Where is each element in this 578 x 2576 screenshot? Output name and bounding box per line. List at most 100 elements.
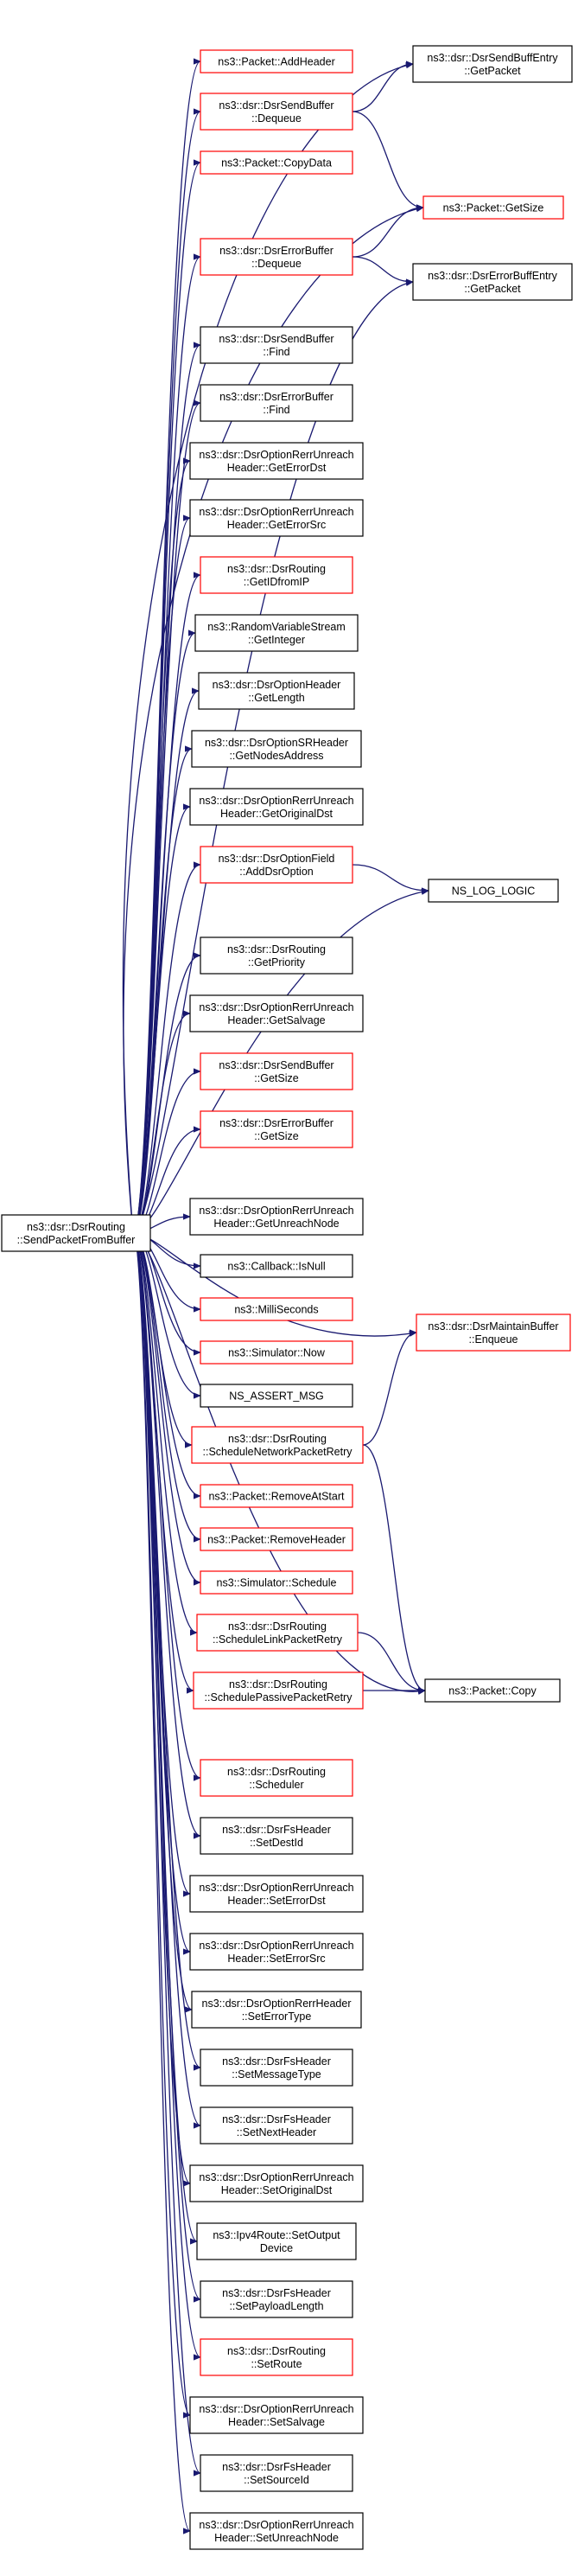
node-setpayloadlength[interactable]: ns3::dsr::DsrFsHeader::SetPayloadLength	[200, 2280, 353, 2318]
node-box	[200, 326, 353, 364]
node-box	[200, 1254, 353, 1278]
node-getsalvage[interactable]: ns3::dsr::DsrOptionRerrUnreachHeader::Ge…	[189, 994, 364, 1032]
node-setroute[interactable]: ns3::dsr::DsrRouting::SetRoute	[200, 2338, 353, 2376]
node-packet-copy[interactable]: ns3::Packet::Copy	[424, 1678, 561, 1703]
node-schedulepassivepacketretry[interactable]: ns3::dsr::DsrRouting::SchedulePassivePac…	[193, 1672, 364, 1710]
node-root[interactable]: ns3::dsr::DsrRouting::SendPacketFromBuff…	[1, 1214, 151, 1252]
node-label-line: ns3::Simulator::Schedule	[217, 1577, 337, 1589]
node-getunreachnode[interactable]: ns3::dsr::DsrOptionRerrUnreachHeader::Ge…	[189, 1198, 364, 1236]
node-seterrorsrc[interactable]: ns3::dsr::DsrOptionRerrUnreachHeader::Se…	[189, 1933, 364, 1971]
node-sendbuffer-dequeue[interactable]: ns3::dsr::DsrSendBuffer::Dequeue	[200, 93, 353, 131]
node-label-line: Header::GetUnreachNode	[213, 1218, 339, 1230]
node-adddsroption[interactable]: ns3::dsr::DsrOptionField::AddDsrOption	[200, 846, 353, 884]
node-label-line: ns3::dsr::DsrOptionRerrUnreach	[199, 2403, 353, 2415]
node-geterrorsrc[interactable]: ns3::dsr::DsrOptionRerrUnreachHeader::Ge…	[189, 499, 364, 537]
node-getlength[interactable]: ns3::dsr::DsrOptionHeader::GetLength	[198, 672, 355, 710]
node-label-line: ::AddDsrOption	[239, 866, 314, 878]
node-setdestid[interactable]: ns3::dsr::DsrFsHeader::SetDestId	[200, 1817, 353, 1855]
node-errorbuffer-getsize[interactable]: ns3::dsr::DsrErrorBuffer::GetSize	[200, 1110, 353, 1148]
node-label-line: ns3::dsr::DsrOptionRerrUnreach	[199, 449, 353, 461]
node-box	[200, 2106, 353, 2145]
node-removeatstart[interactable]: ns3::Packet::RemoveAtStart	[200, 1484, 353, 1508]
node-box	[198, 672, 355, 710]
node-sendbuffentry-getpacket[interactable]: ns3::dsr::DsrSendBuffEntry::GetPacket	[412, 45, 573, 83]
node-box	[189, 499, 364, 537]
node-label-line: ns3::dsr::DsrOptionHeader	[213, 679, 341, 691]
node-setsourceid[interactable]: ns3::dsr::DsrFsHeader::SetSourceId	[200, 2454, 353, 2492]
node-sendbuffer-find[interactable]: ns3::dsr::DsrSendBuffer::Find	[200, 326, 353, 364]
node-packet-getsize[interactable]: ns3::Packet::GetSize	[422, 195, 564, 220]
node-simulator-now[interactable]: ns3::Simulator::Now	[200, 1340, 353, 1365]
edge-sendbuffer-dequeue-to-sendbuffentry-getpacket	[352, 61, 414, 112]
node-schedulelinkpacketretry[interactable]: ns3::dsr::DsrRouting::ScheduleLinkPacket…	[196, 1614, 359, 1652]
node-label-line: ::SetMessageType	[232, 2068, 321, 2081]
node-errorbuffer-dequeue[interactable]: ns3::dsr::DsrErrorBuffer::Dequeue	[200, 238, 353, 276]
node-getnodesaddress[interactable]: ns3::dsr::DsrOptionSRHeader::GetNodesAdd…	[191, 730, 362, 768]
node-getinteger[interactable]: ns3::RandomVariableStream::GetInteger	[194, 614, 359, 652]
node-label-line: Header::SetErrorSrc	[227, 1953, 325, 1965]
node-getoriginaldst[interactable]: ns3::dsr::DsrOptionRerrUnreachHeader::Ge…	[189, 788, 364, 826]
node-label-line: ns3::dsr::DsrOptionSRHeader	[205, 737, 348, 749]
node-setnextheader[interactable]: ns3::dsr::DsrFsHeader::SetNextHeader	[200, 2106, 353, 2145]
node-label-line: ::Dequeue	[251, 112, 302, 125]
node-errorbuffentry-getpacket[interactable]: ns3::dsr::DsrErrorBuffEntry::GetPacket	[412, 263, 573, 301]
node-label-line: ns3::dsr::DsrRouting	[227, 943, 326, 956]
node-label-line: ns3::dsr::DsrOptionRerrUnreach	[199, 2171, 353, 2183]
node-label-line: ::SetErrorType	[242, 2010, 312, 2023]
node-label-line: Device	[260, 2242, 293, 2254]
node-label-line: ns3::dsr::DsrErrorBuffer	[219, 245, 333, 257]
node-getidfromip[interactable]: ns3::dsr::DsrRouting::GetIDfromIP	[200, 556, 353, 594]
node-setunreachnode[interactable]: ns3::dsr::DsrOptionRerrUnreachHeader::Se…	[189, 2512, 364, 2550]
node-label-line: ns3::dsr::DsrErrorBuffer	[219, 391, 333, 403]
node-box	[200, 150, 353, 175]
node-label-line: Header::SetOriginalDst	[221, 2184, 333, 2196]
node-label-line: ns3::dsr::DsrRouting	[228, 1620, 327, 1633]
node-geterrordst[interactable]: ns3::dsr::DsrOptionRerrUnreachHeader::Ge…	[189, 442, 364, 480]
node-label-line: ::SetPayloadLength	[229, 2300, 323, 2312]
node-milliseconds[interactable]: ns3::MilliSeconds	[200, 1297, 353, 1321]
node-box	[200, 2338, 353, 2376]
node-simulator-schedule[interactable]: ns3::Simulator::Schedule	[200, 1570, 353, 1595]
node-box	[424, 1678, 561, 1703]
node-label-line: Header::GetSalvage	[227, 1014, 325, 1026]
node-label-line: ::ScheduleLinkPacketRetry	[213, 1633, 343, 1646]
node-errorbuffer-find[interactable]: ns3::dsr::DsrErrorBuffer::Find	[200, 384, 353, 422]
node-label-line: ::SetDestId	[250, 1837, 303, 1849]
node-addheader[interactable]: ns3::Packet::AddHeader	[200, 49, 353, 74]
node-ns-log-logic[interactable]: NS_LOG_LOGIC	[428, 879, 559, 903]
node-label-line: Header::SetErrorDst	[227, 1895, 326, 1907]
node-box	[422, 195, 564, 220]
node-box	[200, 1817, 353, 1855]
node-box	[200, 556, 353, 594]
node-removeheader[interactable]: ns3::Packet::RemoveHeader	[200, 1527, 353, 1551]
node-copydata[interactable]: ns3::Packet::CopyData	[200, 150, 353, 175]
edge-sendbuffer-dequeue-to-packet-getsize	[352, 111, 424, 211]
node-box	[200, 384, 353, 422]
node-setsalvage[interactable]: ns3::dsr::DsrOptionRerrUnreachHeader::Se…	[189, 2396, 364, 2434]
node-schedulenetworkpacketretry[interactable]: ns3::dsr::DsrRouting::ScheduleNetworkPac…	[191, 1426, 364, 1464]
node-isnull[interactable]: ns3::Callback::IsNull	[200, 1254, 353, 1278]
node-scheduler[interactable]: ns3::dsr::DsrRouting::Scheduler	[200, 1759, 353, 1797]
node-label-line: ns3::dsr::DsrSendBuffer	[219, 99, 333, 112]
node-box	[191, 730, 362, 768]
node-maintainbuffer-enqueue[interactable]: ns3::dsr::DsrMaintainBuffer::Enqueue	[416, 1314, 571, 1352]
node-label-line: ns3::dsr::DsrRouting	[227, 2345, 326, 2357]
edge-adddsroption-to-ns-log-logic	[352, 864, 429, 894]
node-label-line: ::SetNextHeader	[237, 2126, 316, 2138]
node-setoriginaldst[interactable]: ns3::dsr::DsrOptionRerrUnreachHeader::Se…	[189, 2164, 364, 2202]
node-setmessagetype[interactable]: ns3::dsr::DsrFsHeader::SetMessageType	[200, 2049, 353, 2087]
node-box	[189, 1198, 364, 1236]
node-box	[428, 879, 559, 903]
node-ns-assert-msg[interactable]: NS_ASSERT_MSG	[200, 1384, 353, 1408]
node-seterrordst[interactable]: ns3::dsr::DsrOptionRerrUnreachHeader::Se…	[189, 1875, 364, 1913]
node-box	[189, 442, 364, 480]
node-box	[200, 936, 353, 975]
node-sendbuffer-getsize[interactable]: ns3::dsr::DsrSendBuffer::GetSize	[200, 1052, 353, 1090]
edge-layer	[122, 58, 429, 2534]
node-label-line: NS_LOG_LOGIC	[452, 885, 536, 898]
node-getpriority[interactable]: ns3::dsr::DsrRouting::GetPriority	[200, 936, 353, 975]
node-seterrortype[interactable]: ns3::dsr::DsrOptionRerrHeader::SetErrorT…	[191, 1991, 362, 2029]
node-box	[1, 1214, 151, 1252]
